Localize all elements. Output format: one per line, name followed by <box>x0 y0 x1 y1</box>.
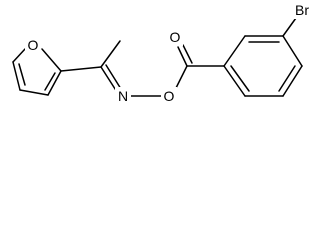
bond-b4-b5-inner <box>278 65 296 92</box>
bond-c5-o1 <box>12 48 26 63</box>
bond-imine-methyl <box>100 40 121 68</box>
bromine-atom: Br <box>290 1 314 19</box>
furan-ring <box>12 48 62 96</box>
ester-oxygen-atom: O <box>161 87 177 105</box>
bond-b4-b5 <box>282 65 303 97</box>
furan-oxygen-atom: O <box>25 36 41 54</box>
bond-b3-br <box>282 17 297 37</box>
bond-c-n-double-a <box>100 66 118 93</box>
bond-b6-b1-inner <box>230 65 250 92</box>
imine-nitrogen-atom: N <box>115 87 131 105</box>
bond-c-o-double-b <box>182 44 193 64</box>
bond-c-o-double-a <box>177 46 188 67</box>
bond-o-carbonyl-carbon <box>174 65 188 91</box>
bond-c2-c3 <box>47 70 62 96</box>
bond-c2-c3-inner <box>44 72 56 91</box>
chemical-structure: O N O O Br <box>12 1 314 105</box>
bond-c4-c5 <box>12 61 21 91</box>
bond-b1-b2 <box>223 35 246 67</box>
benzene-ring <box>223 17 303 97</box>
carbonyl-group <box>177 44 225 67</box>
bond-c3-c4 <box>19 89 49 96</box>
bond-furan-imine-carbon <box>60 66 102 72</box>
bromine-label: Br <box>295 2 309 18</box>
imine-nitrogen-label: N <box>118 88 128 104</box>
carbonyl-oxygen-label: O <box>170 29 181 45</box>
carbonyl-oxygen-atom: O <box>167 28 183 46</box>
bond-b3-b4 <box>282 35 303 67</box>
ester-oxygen-label: O <box>164 88 175 104</box>
bond-c-n-double-b <box>105 64 122 90</box>
oxime-chain <box>60 40 188 97</box>
bond-c4-c5-inner <box>18 63 26 86</box>
bond-b6-b1 <box>223 65 246 97</box>
bond-o1-c2 <box>41 48 62 72</box>
furan-oxygen-label: O <box>28 37 39 53</box>
